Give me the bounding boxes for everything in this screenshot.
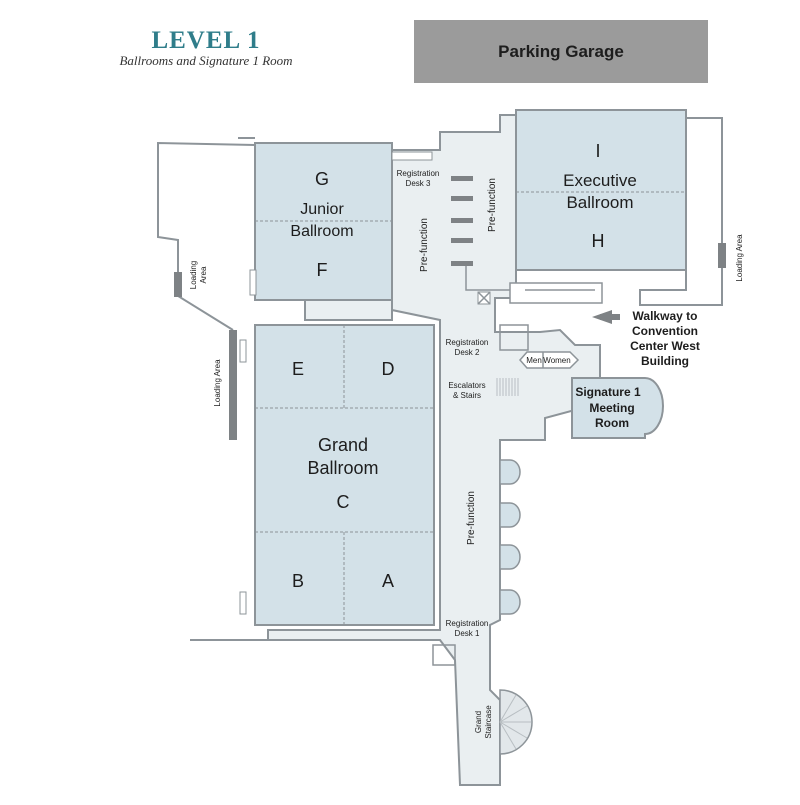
registration-desk-3-label-line2: Desk 3 — [406, 179, 431, 188]
west-loading-area-label-line2: Area — [199, 266, 208, 283]
bench-3 — [451, 218, 473, 223]
executive-ballroom-name-line2: Ballroom — [566, 193, 633, 212]
walkway-label-line4: Building — [641, 354, 689, 368]
page-subtitle: Ballrooms and Signature 1 Room — [119, 53, 292, 68]
escalators-label-line2: & Stairs — [453, 391, 481, 400]
signature-room-label-line1: Signature 1 — [575, 385, 641, 399]
page-title: LEVEL 1 — [151, 27, 260, 54]
registration-desk-2-label-line2: Desk 2 — [455, 348, 480, 357]
bench-1 — [451, 176, 473, 181]
service-strip — [509, 282, 603, 304]
bench-rail — [465, 266, 510, 291]
signature-room-label-line2: Meeting — [589, 401, 634, 415]
mid-loading-dock — [229, 330, 237, 440]
elevator-x2 — [477, 291, 491, 305]
east-loading-dock — [718, 243, 726, 268]
grand-ballroom-section-a: A — [382, 571, 394, 591]
bench-2 — [451, 196, 473, 201]
junior-ballroom-name-line1: Junior — [300, 201, 344, 218]
parking-garage-label: Parking Garage — [498, 42, 624, 61]
west-loading-area-label-line1: Loading — [189, 261, 198, 289]
registration-desk-2-label-line1: Registration — [446, 338, 489, 347]
executive-ballroom-section-h: H — [592, 231, 605, 251]
junior-ballroom-section-f: F — [317, 260, 328, 280]
junior-ballroom-door — [249, 269, 257, 296]
west-loading-outline — [157, 141, 256, 331]
east-alcoves — [499, 459, 521, 615]
grand-staircase-steps — [499, 694, 531, 750]
registration-desk-3-label-line1: Registration — [397, 169, 440, 178]
grand-staircase-label-line2: Staircase — [484, 705, 493, 739]
bench-4 — [451, 238, 473, 243]
mid-loading-area-label: Loading Area — [213, 359, 222, 407]
executive-ballroom-section-i: I — [595, 141, 600, 161]
walkway-label-line2: Convention — [632, 324, 698, 338]
walkway-label-line1: Walkway to — [633, 309, 698, 323]
escalator-steps — [496, 378, 519, 396]
grand-ballroom-section-b: B — [292, 571, 304, 591]
grand-ballroom-name-line1: Grand — [318, 435, 368, 455]
stair-core — [499, 324, 529, 351]
grand-ballroom-door-bottom — [239, 591, 247, 615]
registration-desk-1-label-line1: Registration — [446, 619, 489, 628]
walkway-arrow-shaft — [600, 314, 620, 320]
restroom-men-label: Men — [526, 356, 542, 365]
grand-ballroom-name-line2: Ballroom — [307, 458, 378, 478]
signature-1-meeting-room[interactable] — [571, 377, 664, 439]
prefunction-main-label: Pre-function — [466, 491, 477, 545]
grand-ballroom-section-d: D — [382, 359, 395, 379]
west-loading-dock — [174, 272, 182, 297]
restrooms[interactable] — [519, 351, 580, 369]
grand-ballroom-door-top — [239, 339, 247, 363]
walkway-label-line3: Center West — [630, 339, 700, 353]
parking-garage-block[interactable] — [414, 20, 708, 83]
grand-ballroom-section-e: E — [292, 359, 304, 379]
signature-room-label-line3: Room — [595, 416, 629, 430]
prefunction-left-label: Pre-function — [419, 218, 430, 272]
restroom-women-label: Women — [543, 356, 570, 365]
desk-1-box — [432, 644, 456, 666]
escalators-label-line1: Escalators — [448, 381, 485, 390]
executive-ballroom-name-line1: Executive — [563, 171, 637, 190]
registration-desk-1-label-line2: Desk 1 — [455, 629, 480, 638]
executive-ballroom[interactable] — [515, 109, 687, 271]
prefunction-right-label: Pre-function — [487, 178, 498, 232]
registration-desk-3 — [391, 151, 433, 161]
grand-ballroom-section-c: C — [337, 492, 350, 512]
junior-ballroom-name-line2: Ballroom — [290, 223, 353, 240]
east-loading-outline-bottom — [639, 268, 723, 306]
east-loading-area-label: Loading Area — [735, 234, 744, 282]
east-loading-outline-top — [686, 117, 723, 245]
bench-5 — [451, 261, 473, 266]
junior-ballroom-section-g: G — [315, 169, 329, 189]
grand-staircase-label-line1: Grand — [474, 711, 483, 733]
